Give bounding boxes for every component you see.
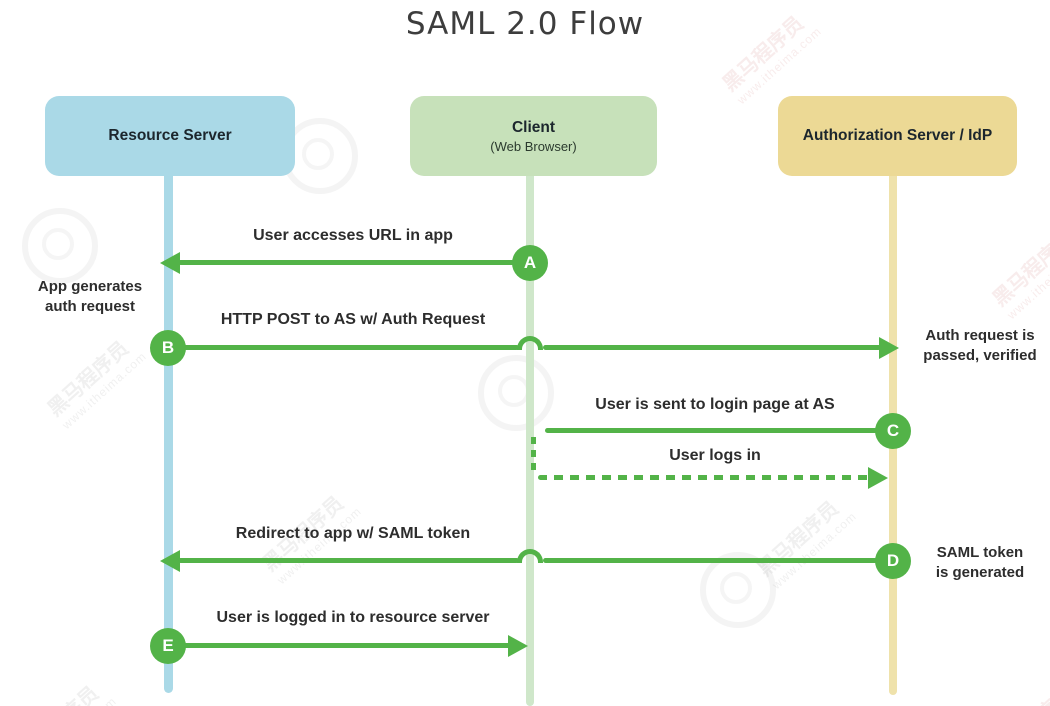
actor-label: Client	[511, 118, 556, 136]
step-badge-b: B	[150, 330, 186, 366]
watermark-logo-icon	[478, 355, 554, 431]
arrow-login-head-icon	[868, 467, 888, 489]
actor-label: Authorization Server / IdP	[802, 127, 993, 144]
actor-box-authorization-server: Authorization Server / IdP	[778, 96, 1017, 176]
message-label-e: User is logged in to resource server	[216, 609, 490, 626]
arrow-d-hop	[517, 549, 543, 563]
watermark-logo-icon	[700, 552, 776, 628]
actor-subtitle: (Web Browser)	[490, 138, 577, 154]
note-app-generates: App generates auth request	[37, 278, 143, 315]
arrow-e-line	[168, 643, 512, 648]
step-badge-a: A	[512, 245, 548, 281]
arrow-b-head-icon	[879, 337, 899, 359]
message-label-d: Redirect to app w/ SAML token	[235, 525, 471, 542]
message-label-b: HTTP POST to AS w/ Auth Request	[220, 311, 486, 328]
note-auth-verified: Auth request is passed, verified	[923, 327, 1037, 364]
actor-box-resource-server: Resource Server	[45, 96, 295, 176]
step-badge-e: E	[150, 628, 186, 664]
actor-box-client: Client (Web Browser)	[410, 96, 657, 176]
diagram-title: SAML 2.0 Flow	[405, 6, 645, 42]
arrow-b-line	[168, 345, 519, 350]
message-label-login: User logs in	[669, 447, 761, 464]
arrow-c-line	[545, 428, 893, 433]
arrow-d-line	[543, 558, 883, 563]
arrow-a-line	[178, 260, 530, 265]
actor-label: Resource Server	[108, 127, 232, 144]
note-saml-generated: SAML token is generated	[935, 544, 1025, 581]
step-badge-d: D	[875, 543, 911, 579]
arrow-c-dotted-connector	[531, 437, 536, 473]
arrow-d-head-icon	[160, 550, 180, 572]
arrow-b-line	[543, 345, 881, 350]
step-badge-c: C	[875, 413, 911, 449]
arrow-e-head-icon	[508, 635, 528, 657]
lifeline-client	[526, 170, 534, 706]
arrow-a-head-icon	[160, 252, 180, 274]
lifeline-resource-server	[164, 170, 173, 693]
message-label-a: User accesses URL in app	[253, 227, 453, 244]
watermark-logo-icon	[22, 208, 98, 284]
arrow-b-hop	[517, 336, 543, 350]
arrow-d-line	[178, 558, 519, 563]
arrow-login-dashed-line	[538, 475, 872, 480]
message-label-c: User is sent to login page at AS	[595, 396, 835, 413]
